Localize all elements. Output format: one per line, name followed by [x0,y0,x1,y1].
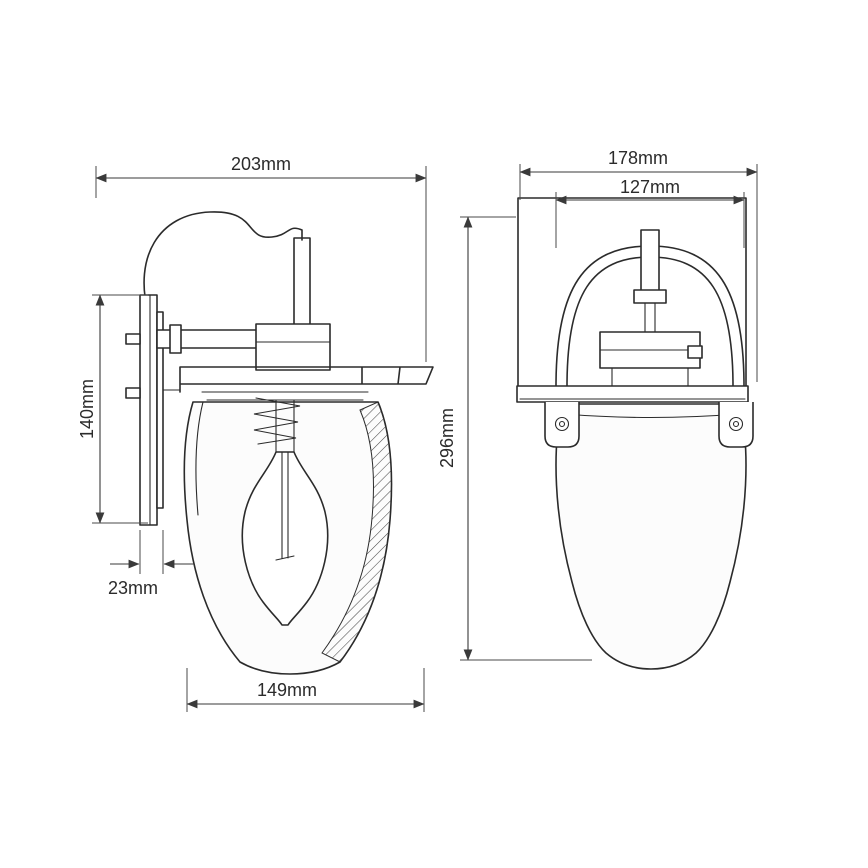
mounting-tab-right [718,402,754,448]
power-cord [143,211,303,313]
mounting-tab-left [544,402,580,448]
dimension-overall-height: 296mm [437,216,592,661]
arm-nut [169,324,182,354]
stem-front [640,229,660,293]
shade-rim-line [563,413,739,419]
mounting-bolt-bottom [125,387,141,399]
glass-shade-front [555,403,747,670]
wall-plate [139,294,158,526]
socket-spring [253,397,301,445]
side-view [125,211,434,675]
dimension-label-backplate-height: 140mm [77,379,97,439]
dimension-label-depth: 203mm [231,154,291,174]
wall-plate-cover [156,311,164,509]
lamp-stem [293,237,311,331]
screw-hole-left-center [558,420,566,428]
socket-housing [255,323,331,371]
socket-knob [687,345,703,359]
screw-hole-right-center [732,420,740,428]
mounting-bolt-top [125,333,141,345]
dimension-label-overall-height: 296mm [437,408,457,468]
shade-collar [201,391,369,401]
screw-hole-right [728,416,744,432]
dimension-annotations: 203mm 178mm 127mm 140mm 23mm [77,148,758,712]
bulb-socket [275,399,295,453]
shade-wall-inner-line [195,401,204,516]
canopy [179,366,434,393]
front-view [516,197,754,670]
dimension-inner-width: 127mm [555,177,745,248]
screw-hole-left [554,416,570,432]
dimension-overall-depth: 203mm [95,154,427,362]
canopy-struts [611,367,689,387]
bulb-filament [275,451,295,561]
shade-section-hatch [321,401,392,663]
canopy-front [516,385,749,403]
dimension-label-front-width: 178mm [608,148,668,168]
stem-collar [633,289,667,304]
dimension-backplate-height: 140mm [77,294,148,524]
dimension-label-backplate-depth: 23mm [108,578,158,598]
bulb [241,451,329,626]
dimension-front-width: 178mm [519,148,758,382]
stem-lower [644,302,656,333]
dimension-shade-width: 149mm [186,668,425,712]
dimension-label-inner-width: 127mm [620,177,680,197]
dimension-label-shade-width: 149mm [257,680,317,700]
dimension-backplate-depth: 23mm [108,530,194,598]
